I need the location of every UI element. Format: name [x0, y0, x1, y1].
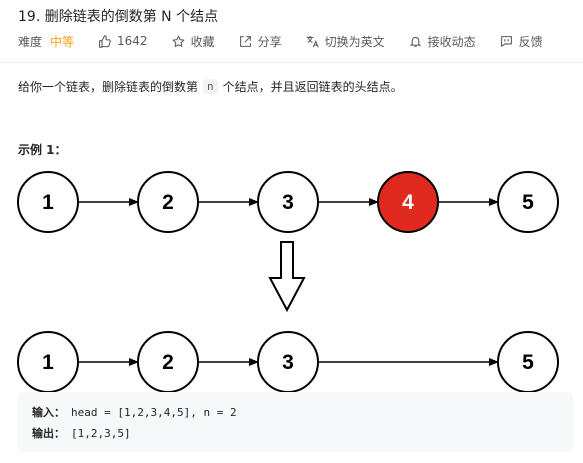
- top-linked-list: 1 2 3 4 5: [17, 171, 559, 233]
- top-node-2-circle: [137, 171, 199, 233]
- share-button[interactable]: 分享: [239, 33, 282, 50]
- down-arrow-icon: [268, 241, 306, 313]
- subscribe-label: 接收动态: [427, 34, 476, 49]
- like-button[interactable]: 1642: [98, 34, 148, 48]
- bottom-node-1-label: 1: [42, 351, 54, 374]
- input-value: head = [1,2,3,4,5], n = 2: [71, 405, 237, 419]
- output-label: 输出：: [32, 427, 65, 440]
- top-node-2-label: 2: [162, 191, 174, 214]
- linked-list-diagram: 1 2 3 4 5 1 2 3 5: [17, 171, 559, 393]
- description-text-2: 个结点，并且返回链表的头结点。: [222, 80, 403, 94]
- share-label: 分享: [257, 34, 282, 49]
- like-count: 1642: [117, 34, 148, 48]
- problem-meta-bar: 难度 中等 1642 收藏 分享 切换为英文 接收动态 反馈: [18, 32, 567, 50]
- inline-code-n: n: [203, 79, 218, 94]
- example-title: 示例 1：: [18, 143, 67, 157]
- subscribe-button[interactable]: 接收动态: [409, 33, 476, 50]
- example-code-block: 输入： head = [1,2,3,4,5], n = 2 输出： [1,2,3…: [18, 392, 573, 452]
- difficulty: 难度 中等: [18, 33, 74, 50]
- top-node-1-label: 1: [42, 191, 54, 214]
- feedback-button[interactable]: 反馈: [500, 33, 543, 50]
- top-node-3-circle: [257, 171, 319, 233]
- favorite-label: 收藏: [190, 34, 215, 49]
- switch-language-label: 切换为英文: [324, 34, 385, 49]
- input-label: 输入：: [32, 406, 65, 419]
- top-node-5-label: 5: [522, 191, 534, 214]
- top-node-1-circle: [17, 171, 79, 233]
- difficulty-label: 难度: [18, 34, 43, 49]
- difficulty-value: 中等: [50, 34, 75, 49]
- top-node-5-circle: [497, 171, 559, 233]
- top-node-3-label: 3: [282, 191, 294, 214]
- translate-icon: [306, 35, 319, 47]
- bell-icon: [409, 36, 421, 47]
- switch-language-button[interactable]: 切换为英文: [306, 33, 385, 50]
- divider: [0, 62, 583, 63]
- thumbs-up-icon: [99, 34, 111, 48]
- output-value: [1,2,3,5]: [71, 426, 131, 440]
- example-input-line: 输入： head = [1,2,3,4,5], n = 2: [32, 404, 237, 420]
- bottom-node-3-label: 3: [282, 351, 294, 374]
- feedback-label: 反馈: [518, 34, 543, 49]
- share-icon: [239, 35, 251, 47]
- problem-title: 19. 删除链表的倒数第 N 个结点: [18, 9, 219, 25]
- bottom-node-4-label: 5: [522, 351, 534, 374]
- top-node-4-circle: [377, 171, 439, 233]
- feedback-icon: [500, 35, 512, 47]
- star-icon: [172, 35, 184, 47]
- top-node-4-label: 4: [402, 191, 414, 214]
- bottom-linked-list: 1 2 3 5: [17, 331, 559, 393]
- example-output-line: 输出： [1,2,3,5]: [32, 425, 131, 441]
- bottom-node-2-label: 2: [162, 351, 174, 374]
- favorite-button[interactable]: 收藏: [172, 33, 215, 50]
- description-text-1: 给你一个链表，删除链表的倒数第: [18, 80, 199, 94]
- problem-description: 给你一个链表，删除链表的倒数第 n 个结点，并且返回链表的头结点。: [18, 78, 403, 95]
